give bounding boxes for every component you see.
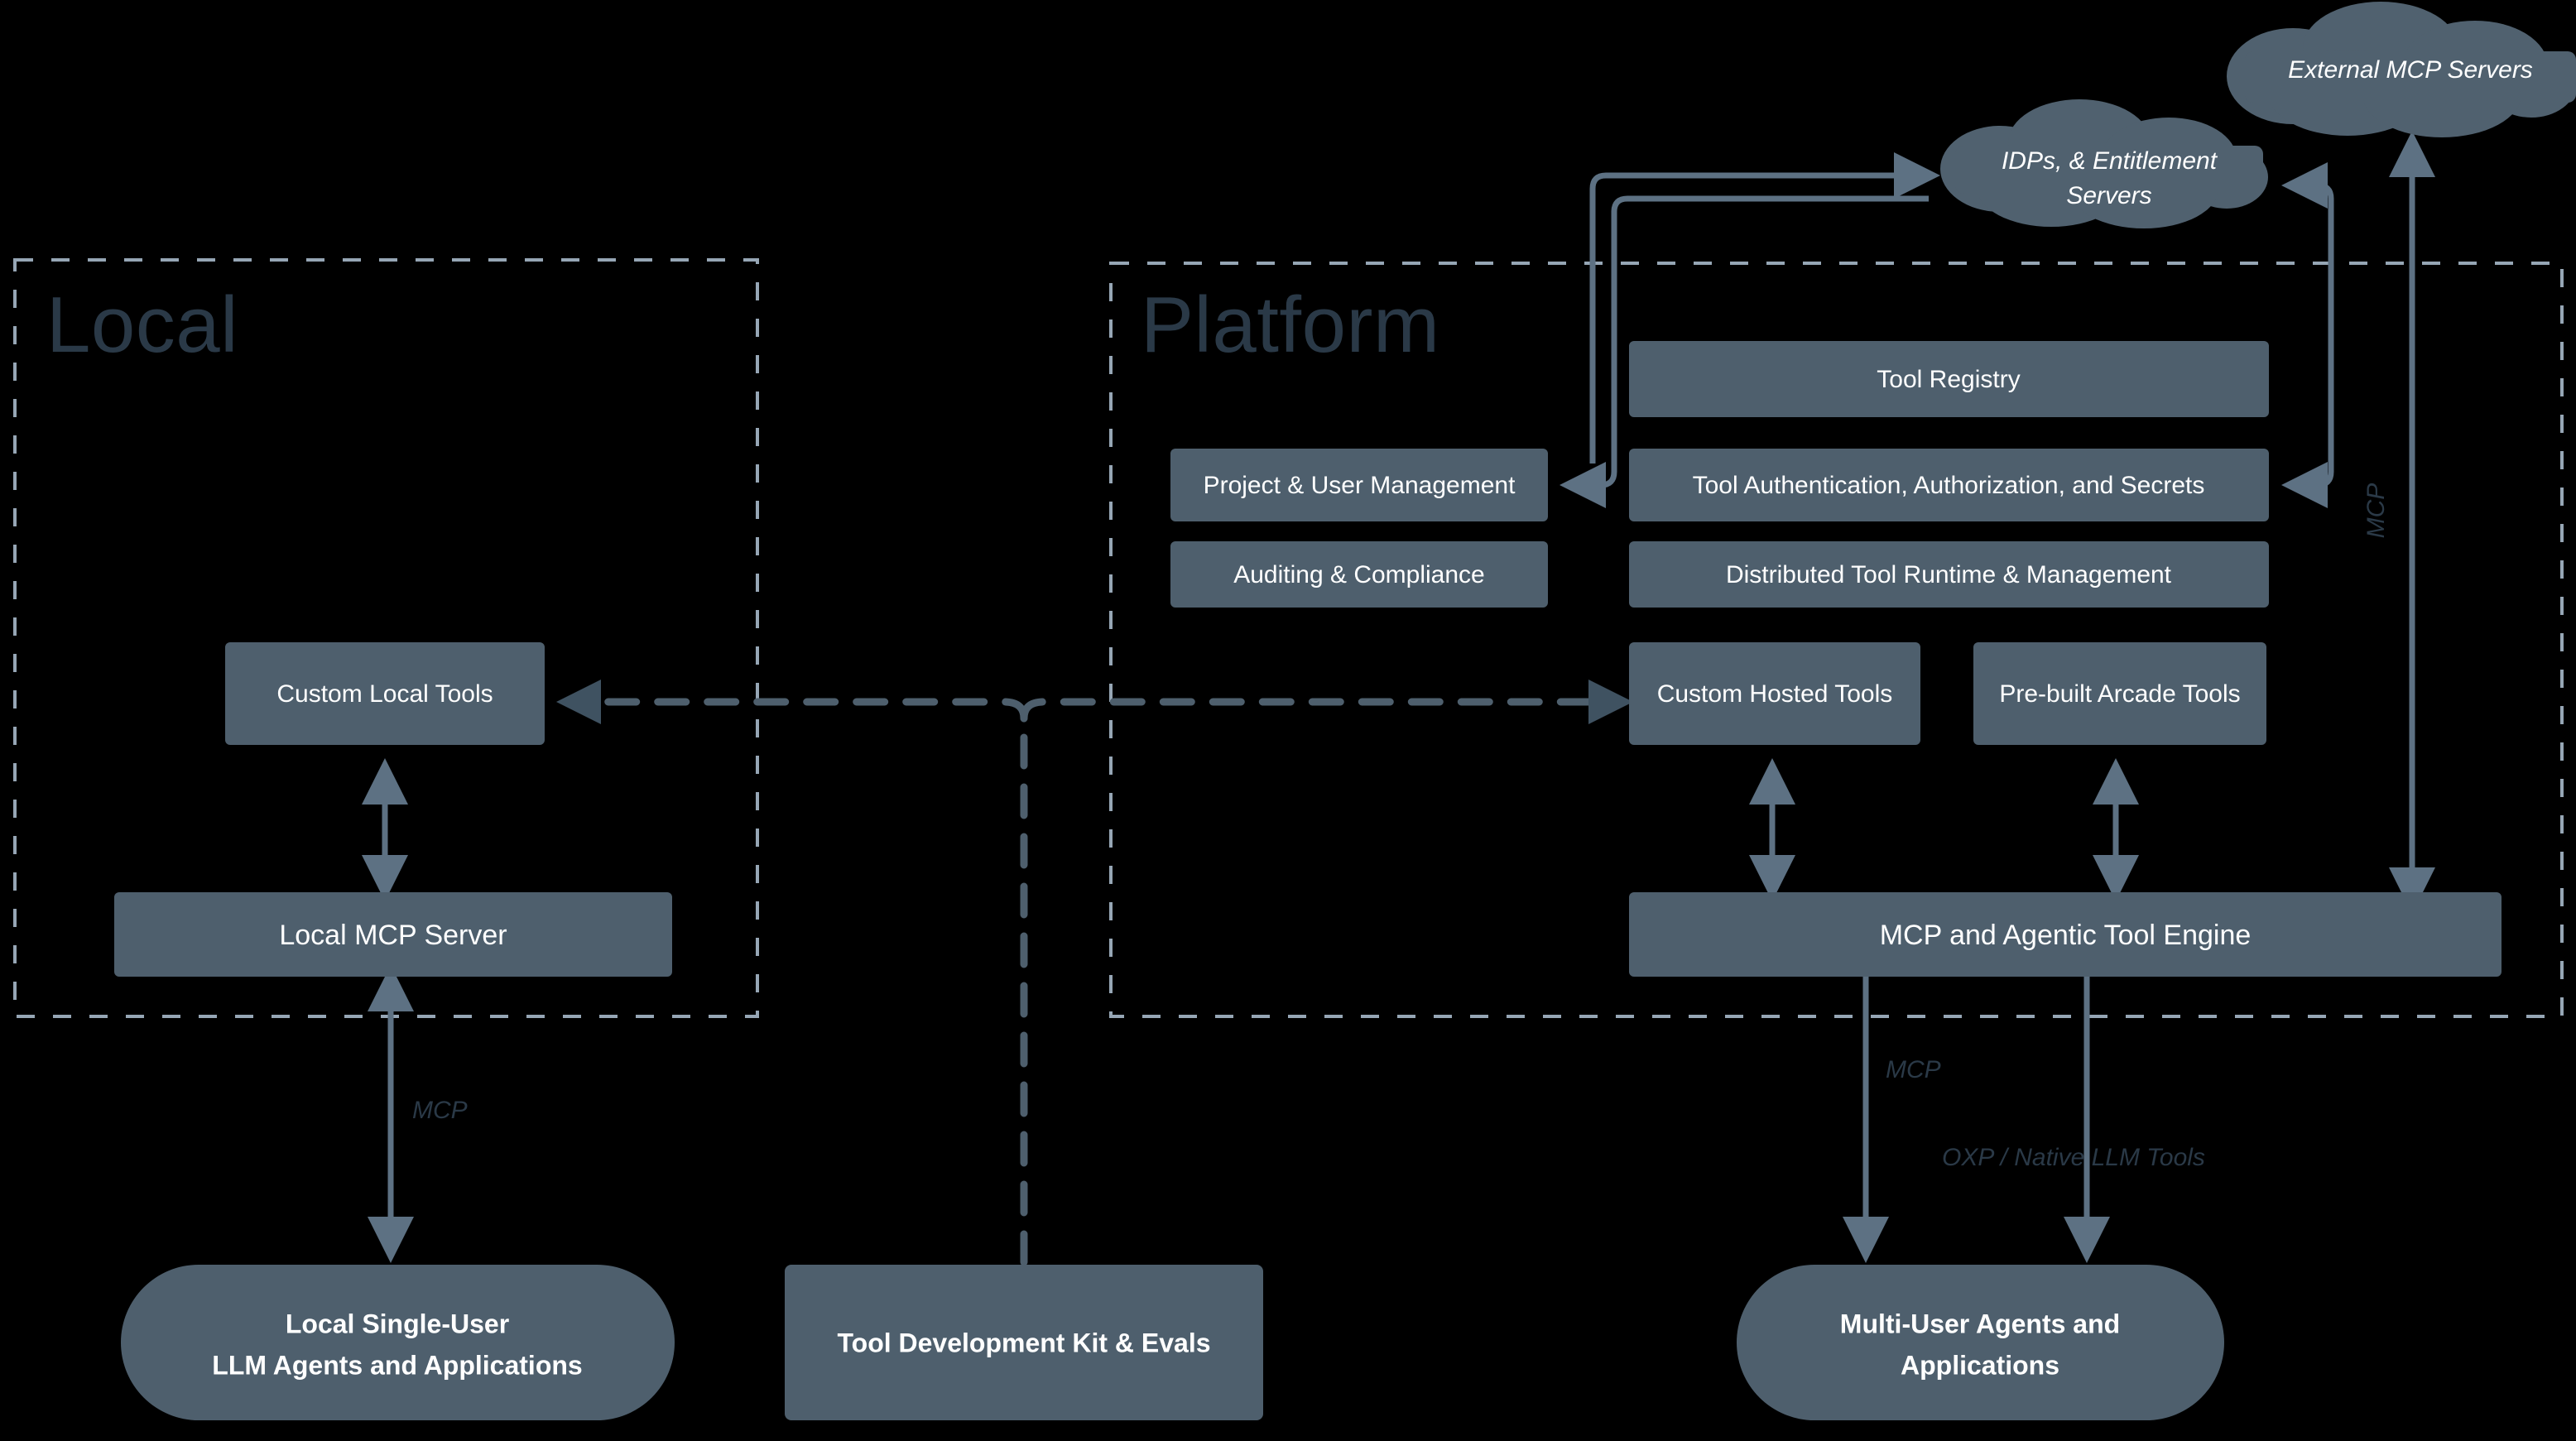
edge-toolkit-to-custom-local-tools <box>556 680 1028 724</box>
node-custom-hosted-tools-label: Custom Hosted Tools <box>1657 680 1893 708</box>
node-local-mcp-server-label: Local MCP Server <box>279 920 507 951</box>
node-custom-local-tools-label: Custom Local Tools <box>276 680 493 708</box>
zone-platform: Platform <box>1109 262 2564 1018</box>
zone-platform-title: Platform <box>1141 281 1439 369</box>
edge-label-mcp-external: MCP <box>2362 483 2390 539</box>
node-distributed-tool-runtime-label: Distributed Tool Runtime & Management <box>1726 561 2172 588</box>
node-tool-development-kit-label: Tool Development Kit & Evals <box>837 1328 1210 1357</box>
cloud-idps-entitlement-servers[interactable]: IDPs, & Entitlement Servers <box>1940 99 2268 228</box>
terminal-multi-user-agents-line2: Applications <box>1901 1350 2059 1380</box>
node-tool-registry[interactable]: Tool Registry <box>1629 341 2269 417</box>
cloud-external-mcp-servers[interactable]: External MCP Servers <box>2227 2 2576 137</box>
node-mcp-agentic-tool-engine-label: MCP and Agentic Tool Engine <box>1880 920 2252 951</box>
cloud-idps-label-line2: Servers <box>2066 182 2151 209</box>
node-tool-development-kit[interactable]: Tool Development Kit & Evals <box>785 1265 1263 1420</box>
node-project-user-management[interactable]: Project & User Management <box>1170 449 1548 521</box>
node-tool-authentication-label: Tool Authentication, Authorization, and … <box>1693 472 2205 499</box>
node-tool-authentication[interactable]: Tool Authentication, Authorization, and … <box>1629 449 2269 521</box>
node-local-mcp-server[interactable]: Local MCP Server <box>114 892 672 977</box>
node-prebuilt-arcade-tools[interactable]: Pre-built Arcade Tools <box>1973 642 2266 745</box>
node-custom-hosted-tools[interactable]: Custom Hosted Tools <box>1629 642 1920 745</box>
terminal-multi-user-agents[interactable]: Multi-User Agents and Applications <box>1737 1265 2224 1420</box>
edge-idps-to-project-user <box>1560 195 1929 508</box>
node-auditing-compliance-label: Auditing & Compliance <box>1233 561 1485 588</box>
cloud-external-mcp-label: External MCP Servers <box>2288 56 2533 84</box>
zone-local-title: Local <box>46 281 238 369</box>
node-tool-registry-label: Tool Registry <box>1877 366 2020 393</box>
node-custom-local-tools[interactable]: Custom Local Tools <box>225 642 545 745</box>
terminal-multi-user-agents-line1: Multi-User Agents and <box>1840 1309 2120 1338</box>
cloud-idps-label-line1: IDPs, & Entitlement <box>2002 147 2218 175</box>
node-auditing-compliance[interactable]: Auditing & Compliance <box>1170 541 1548 608</box>
node-project-user-management-label: Project & User Management <box>1204 472 1516 499</box>
edge-label-mcp-platform: MCP <box>1886 1056 1941 1083</box>
node-prebuilt-arcade-tools-label: Pre-built Arcade Tools <box>1999 680 2240 708</box>
terminal-local-agents[interactable]: Local Single-User LLM Agents and Applica… <box>121 1265 675 1420</box>
edge-toolkit-to-custom-hosted-tools <box>1020 680 1633 724</box>
edge-tool-auth-to-idps <box>2281 162 2334 508</box>
edge-label-oxp-native: OXP / Native LLM Tools <box>1942 1144 2205 1171</box>
zone-platform-border <box>1109 262 2564 1018</box>
terminal-local-agents-line1: Local Single-User <box>286 1309 509 1338</box>
edge-label-mcp-local: MCP <box>412 1097 468 1124</box>
node-mcp-agentic-tool-engine[interactable]: MCP and Agentic Tool Engine <box>1629 892 2502 977</box>
node-distributed-tool-runtime[interactable]: Distributed Tool Runtime & Management <box>1629 541 2269 608</box>
terminal-local-agents-line2: LLM Agents and Applications <box>212 1350 582 1380</box>
edge-project-user-to-idps <box>1589 152 1940 464</box>
